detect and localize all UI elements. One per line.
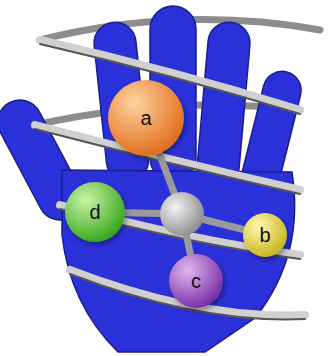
atom-label: b <box>259 225 270 245</box>
atom-label: a <box>140 108 151 128</box>
ribbon-front <box>35 40 305 315</box>
central-atom <box>160 192 204 236</box>
atom-sphere: d <box>65 182 125 242</box>
atom-label: c <box>191 271 201 291</box>
atom-label: d <box>89 202 100 222</box>
atom-sphere: a <box>108 80 184 156</box>
ribbon-edge <box>35 44 305 319</box>
hand <box>0 6 305 352</box>
atom-sphere: b <box>243 213 287 257</box>
atom-sphere: c <box>169 254 223 308</box>
